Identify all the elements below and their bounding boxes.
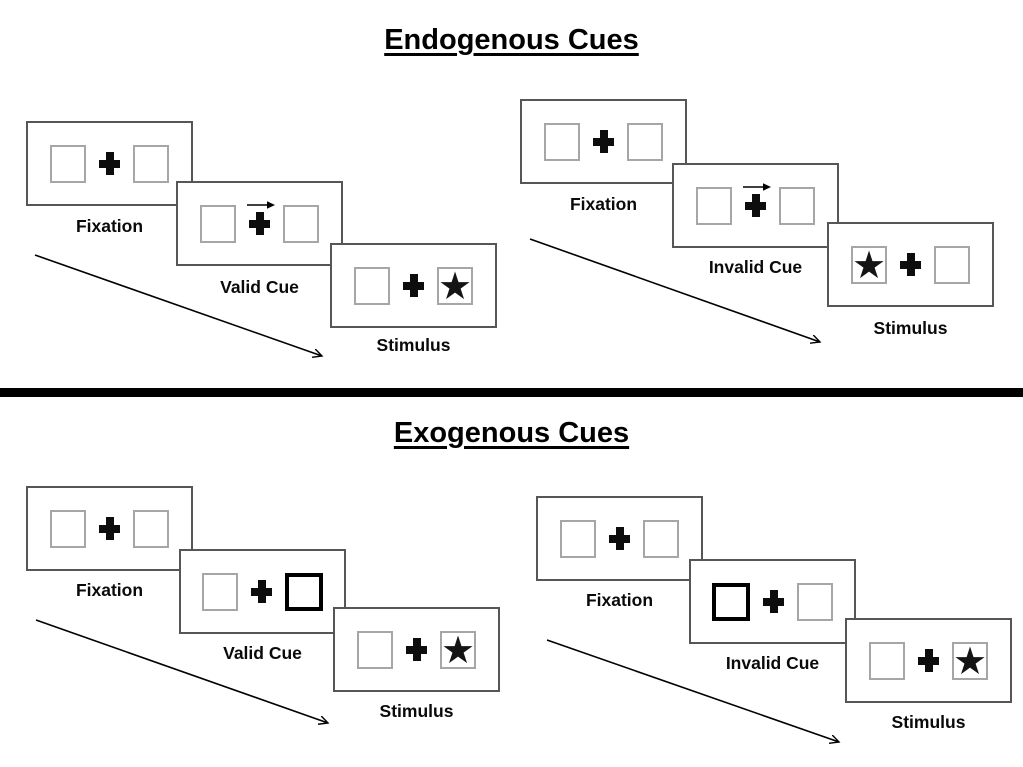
left-box — [544, 122, 580, 161]
right-box — [283, 204, 319, 243]
fixation-cross-icon — [763, 590, 784, 613]
valid-cue-label: Valid Cue — [220, 277, 299, 297]
fixation-label: Fixation — [75, 580, 144, 600]
right-arrow-cue-icon — [743, 183, 771, 191]
invalid-cue-label: Invalid Cue — [725, 653, 820, 673]
exogenous-invalid-cue-card — [689, 559, 856, 644]
timeline-arrow-exogenous-valid — [35, 619, 328, 723]
left-box — [200, 204, 236, 243]
section-divider — [0, 388, 1023, 397]
fixation-label: Fixation — [75, 216, 144, 236]
stimulus-label: Stimulus — [379, 701, 454, 721]
fixation-cross-icon — [247, 201, 275, 235]
endogenous-invalid-stimulus-card: ★ — [827, 222, 994, 307]
endogenous-valid-cue-card — [176, 181, 343, 266]
star-icon: ★ — [851, 244, 887, 287]
exogenous-valid-stimulus-card: ★ — [333, 607, 500, 692]
section-title-exogenous: Exogenous Cues — [393, 417, 630, 449]
right-arrow-cue-icon — [247, 201, 275, 209]
star-icon: ★ — [437, 265, 473, 308]
star-icon: ★ — [952, 640, 988, 683]
timeline-arrow-endogenous-invalid — [529, 238, 820, 342]
right-box — [133, 509, 169, 548]
timeline-arrow-endogenous-valid — [34, 254, 322, 356]
right-box — [133, 144, 169, 183]
stimulus-label: Stimulus — [376, 335, 451, 355]
endogenous-invalid-cue-card — [672, 163, 839, 248]
right-box — [779, 186, 815, 225]
fixation-cross-icon — [918, 649, 939, 672]
left-box — [696, 186, 732, 225]
right-box-with-star: ★ — [440, 629, 476, 672]
fixation-cross-icon — [609, 527, 630, 550]
fixation-cross-icon — [251, 580, 272, 603]
right-box — [643, 519, 679, 558]
left-box-highlight-cue — [712, 582, 750, 621]
endogenous-valid-stimulus-card: ★ — [330, 243, 497, 328]
right-box — [797, 582, 833, 621]
fixation-cross-icon — [99, 152, 120, 175]
left-box — [560, 519, 596, 558]
right-box-with-star: ★ — [952, 640, 988, 683]
star-icon: ★ — [440, 629, 476, 672]
stimulus-label: Stimulus — [891, 712, 966, 732]
fixation-label: Fixation — [585, 590, 654, 610]
fixation-cross-icon — [406, 638, 427, 661]
fixation-cross-icon — [900, 253, 921, 276]
left-box — [357, 630, 393, 669]
exogenous-invalid-fixation-card — [536, 496, 703, 581]
fixation-label: Fixation — [569, 194, 638, 214]
right-box — [934, 245, 970, 284]
left-box-with-star: ★ — [851, 244, 887, 287]
invalid-cue-label: Invalid Cue — [708, 257, 803, 277]
valid-cue-label: Valid Cue — [223, 643, 302, 663]
fixation-cross-icon — [743, 183, 771, 217]
left-box — [50, 144, 86, 183]
exogenous-invalid-stimulus-card: ★ — [845, 618, 1012, 703]
exogenous-valid-fixation-card — [26, 486, 193, 571]
endogenous-invalid-fixation-card — [520, 99, 687, 184]
fixation-cross-icon — [593, 130, 614, 153]
left-box — [869, 641, 905, 680]
left-box — [202, 572, 238, 611]
endogenous-valid-fixation-card — [26, 121, 193, 206]
fixation-cross-icon — [403, 274, 424, 297]
exogenous-valid-cue-card — [179, 549, 346, 634]
section-title-endogenous: Endogenous Cues — [384, 24, 639, 56]
left-box — [354, 266, 390, 305]
right-box-highlight-cue — [285, 572, 323, 611]
right-box-with-star: ★ — [437, 265, 473, 308]
fixation-cross-icon — [99, 517, 120, 540]
stimulus-label: Stimulus — [873, 318, 948, 338]
right-box — [627, 122, 663, 161]
left-box — [50, 509, 86, 548]
